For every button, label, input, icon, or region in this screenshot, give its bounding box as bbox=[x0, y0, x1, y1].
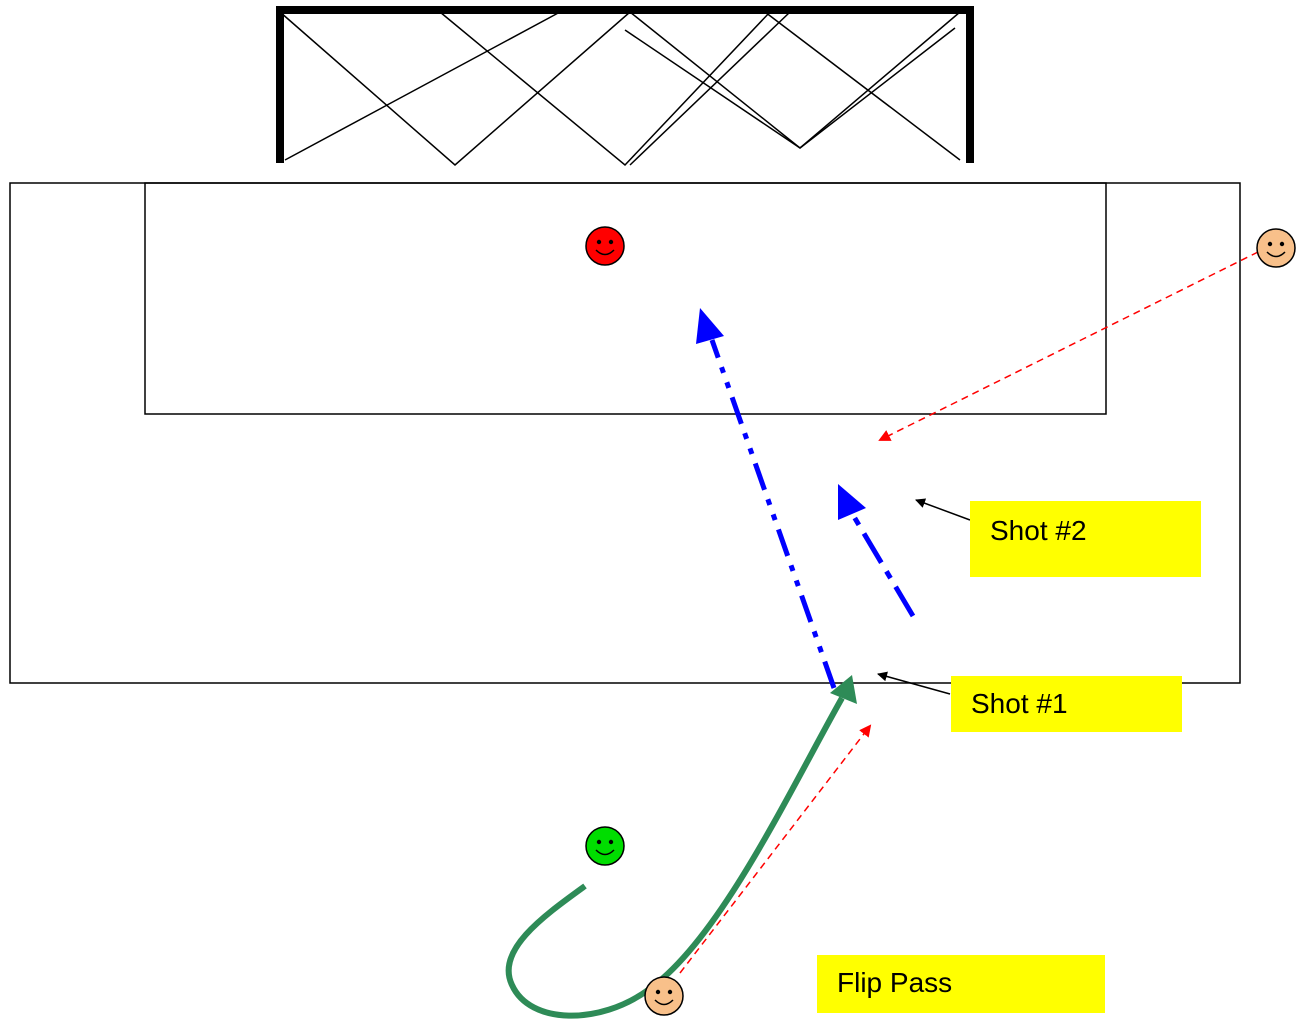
goal bbox=[276, 6, 974, 167]
arrow-head-icon bbox=[838, 484, 866, 520]
flip-pass-label: Flip Pass bbox=[837, 967, 953, 998]
shooter-smiley-face-icon bbox=[585, 826, 625, 866]
player-run-path bbox=[505, 675, 857, 1019]
bottom-passer-smiley-face-icon bbox=[644, 976, 684, 1016]
outer-zone bbox=[9, 182, 1241, 684]
shot-1-label-box: Shot #1 bbox=[951, 676, 1182, 732]
wing-passer-smiley-face-icon bbox=[1256, 228, 1296, 268]
goal-area bbox=[144, 182, 1107, 415]
shot-2-path bbox=[838, 484, 916, 618]
arrow-head-icon bbox=[696, 308, 724, 344]
shot-1-path bbox=[696, 308, 837, 689]
pass-arrow-wing bbox=[878, 251, 1259, 441]
shot-1-label: Shot #1 bbox=[971, 688, 1068, 719]
goal-frame bbox=[276, 6, 974, 163]
goal-net bbox=[279, 11, 961, 167]
shot-2-label: Shot #2 bbox=[990, 515, 1087, 546]
shot-2-label-box: Shot #2 bbox=[970, 501, 1201, 577]
flip-pass-label-box: Flip Pass bbox=[817, 955, 1105, 1013]
goalkeeper-smiley-face-icon bbox=[585, 226, 625, 266]
arrow-head-icon bbox=[830, 675, 857, 704]
flip-pass-arrow bbox=[679, 724, 872, 974]
callout-arrow-shot-1 bbox=[877, 671, 951, 695]
callout-arrow-shot-2 bbox=[915, 498, 971, 521]
